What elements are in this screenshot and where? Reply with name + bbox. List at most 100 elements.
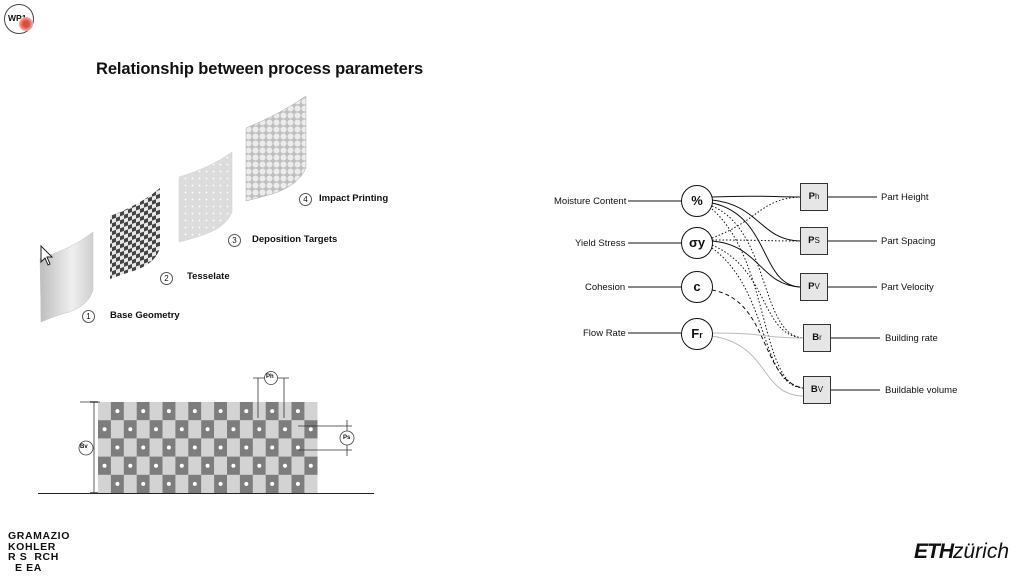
section-cell (291, 420, 305, 439)
deposition-target-dot (179, 427, 184, 432)
eth-zurich-logo: ETHzürich (914, 540, 1010, 563)
section-cell (188, 420, 202, 439)
section-cell (188, 456, 202, 475)
input-label-yield-stress: Yield Stress (575, 238, 626, 249)
deposition-target-dot (283, 427, 287, 432)
deposition-target-dot (154, 463, 158, 468)
section-cell (201, 438, 215, 457)
deposition-target-dot (270, 481, 275, 486)
section-cell (252, 438, 266, 457)
base-geometry-surface (39, 231, 94, 323)
section-cell (110, 420, 124, 439)
param-building-rate: Br (803, 324, 831, 352)
deposition-target-dot (257, 463, 262, 468)
section-cell (162, 456, 176, 475)
param-part-spacing: PS (800, 227, 828, 255)
section-cell (265, 456, 279, 475)
deposition-target-dot (115, 445, 120, 450)
section-cell (214, 456, 228, 475)
deposition-target-dot (295, 409, 300, 414)
deposition-target-dot (244, 445, 249, 450)
deposition-target-dot (192, 409, 197, 414)
step-4-label: Impact Printing (319, 193, 389, 204)
output-label-part-velocity: Part Velocity (881, 282, 934, 293)
section-cell (239, 456, 253, 475)
ph-dimension-label: Ph (266, 374, 274, 380)
deposition-target-dot (244, 481, 249, 486)
deposition-target-dot (141, 445, 146, 450)
deposition-target-dot (141, 409, 146, 414)
section-cell (123, 402, 137, 421)
section-cell (123, 438, 137, 457)
step-2-label: Tesselate (187, 271, 230, 282)
deposition-target-dot (231, 427, 236, 432)
output-label-part-spacing: Part Spacing (881, 236, 936, 247)
section-cell (278, 474, 292, 494)
section-cell (175, 402, 189, 421)
impact-printing-surface (245, 95, 307, 202)
section-cell (214, 420, 228, 439)
section-cell (201, 402, 215, 421)
badge-label: WP1 (8, 13, 27, 23)
deposition-target-dot (128, 463, 133, 468)
deposition-target-dot (115, 481, 120, 486)
section-cell (136, 456, 150, 475)
wall-section-diagram (38, 371, 374, 494)
section-cell (304, 438, 318, 457)
step-2-number: 2 (160, 272, 173, 285)
section-cell (175, 474, 189, 494)
deposition-target-dot (102, 463, 107, 468)
node-flow-rate: Fr (681, 318, 713, 350)
section-cell (175, 438, 189, 457)
section-cell (98, 438, 112, 457)
input-label-flow-rate: Flow Rate (583, 328, 626, 339)
param-part-height: Ph (800, 183, 828, 211)
section-cell (149, 402, 163, 421)
tesselate-surface (110, 188, 160, 279)
node-cohesion: c (681, 271, 713, 303)
step-3-number: 3 (228, 234, 241, 247)
deposition-target-dot (270, 445, 275, 450)
section-cell (304, 474, 318, 494)
section-cell (123, 474, 137, 494)
deposition-target-dot (166, 445, 171, 450)
section-cell (136, 420, 150, 439)
wp1-badge[interactable]: WP1 (4, 4, 34, 34)
section-cell (149, 438, 163, 457)
deposition-target-dot (166, 481, 171, 486)
deposition-targets-surface (178, 151, 233, 243)
deposition-target-dot (257, 427, 262, 432)
deposition-target-dot (244, 409, 249, 414)
input-label-moisture-content: Moisture Content (554, 196, 627, 207)
deposition-target-dot (154, 427, 158, 432)
deposition-target-dot (205, 427, 210, 432)
section-cell (98, 474, 112, 494)
step-3-label: Deposition Targets (252, 234, 338, 245)
output-label-building-rate: Building rate (885, 333, 938, 344)
deposition-target-dot (141, 481, 146, 486)
deposition-target-dot (308, 427, 313, 432)
deposition-target-dot (218, 481, 223, 486)
section-cell (278, 438, 292, 457)
section-cell (110, 456, 124, 475)
deposition-target-dot (192, 445, 197, 450)
bv-dimension-label: Bv (80, 444, 88, 450)
deposition-target-dot (231, 463, 236, 468)
output-label-part-height: Part Height (881, 192, 929, 203)
step-4-number: 4 (299, 193, 312, 206)
deposition-target-dot (283, 463, 287, 468)
step-1-label: Base Geometry (110, 310, 180, 321)
deposition-target-dot (115, 409, 120, 414)
section-cell (98, 402, 112, 421)
section-cell (201, 474, 215, 494)
section-cell (252, 474, 266, 494)
deposition-target-dot (308, 463, 313, 468)
deposition-target-dot (179, 463, 184, 468)
input-label-cohesion: Cohesion (585, 282, 626, 293)
output-label-buildable-volume: Buildable volume (885, 385, 958, 396)
page-title: Relationship between process parameters (96, 60, 424, 78)
section-cell (291, 456, 305, 475)
section-cell (227, 474, 241, 494)
